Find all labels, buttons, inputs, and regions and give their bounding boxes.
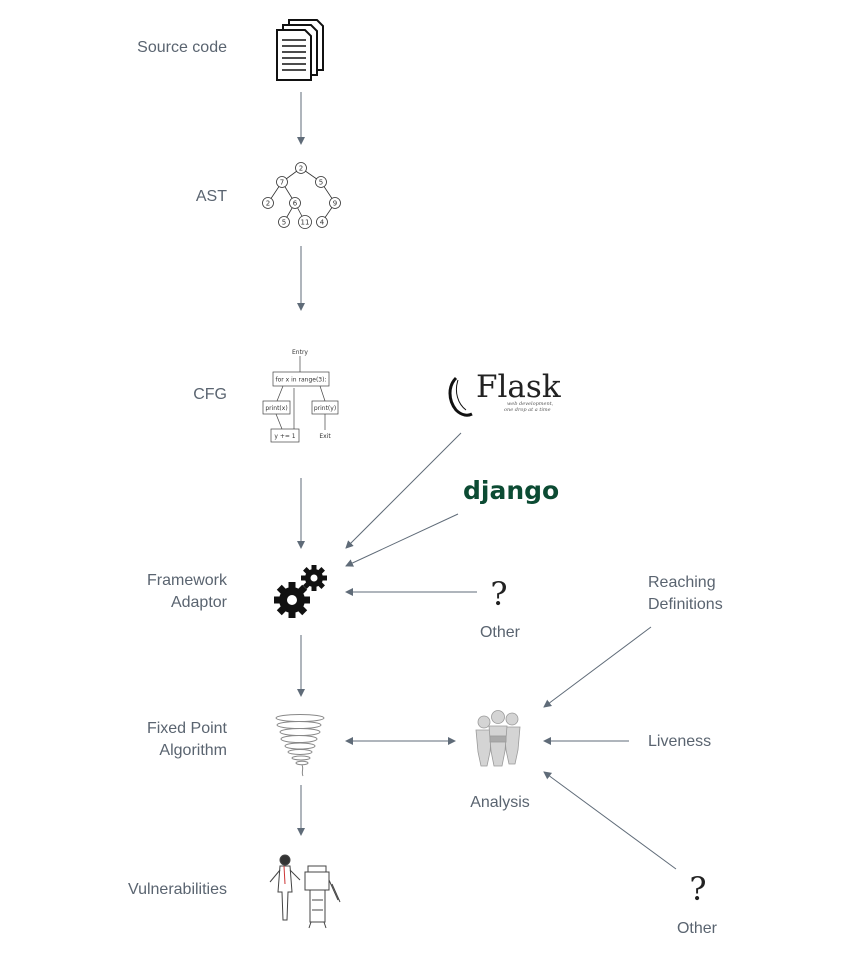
reaching-definitions-label: Reaching Definitions <box>648 572 723 616</box>
flask-word: Flask <box>476 369 561 405</box>
tree-node-0: 2 <box>299 165 303 173</box>
fixed-point-label: Fixed Point Algorithm <box>147 718 227 762</box>
arrow-flask-to-adaptor <box>345 432 462 549</box>
framework-adaptor-label-line1: Framework <box>146 572 227 589</box>
arrow-other-to-analysis <box>543 771 677 870</box>
tree-node-5: 9 <box>333 200 337 208</box>
cfg-print-y: print(y) <box>314 405 336 412</box>
tree-node-4: 6 <box>293 200 298 208</box>
ast-label: AST <box>195 188 227 205</box>
tree-node-7: 11 <box>301 219 310 227</box>
reaching-definitions-line2: Definitions <box>648 596 723 613</box>
flask-logo: Flask web development, one drop at a tim… <box>448 369 561 417</box>
fixed-point-label-line2: Algorithm <box>159 742 227 759</box>
framework-other-label: Other <box>479 624 520 641</box>
cfg-loop: for x in range(3): <box>276 377 327 384</box>
tree-node-1: 7 <box>280 179 284 187</box>
people-printer-icon <box>269 854 341 929</box>
tree-icon <box>262 162 341 229</box>
liveness-label: Liveness <box>648 733 712 750</box>
cfg-entry: Entry <box>292 349 308 356</box>
arrow-reaching-to-analysis <box>543 626 652 708</box>
cfg-label: CFG <box>193 386 227 403</box>
cfg-print-x: print(x) <box>265 405 287 412</box>
tree-node-3: 2 <box>266 200 270 208</box>
documents-icon <box>276 19 324 81</box>
framework-adaptor-label: Framework Adaptor <box>147 570 227 614</box>
analysis-label: Analysis <box>470 794 530 811</box>
tree-node-8: 4 <box>320 219 325 227</box>
analysis-other-label: Other <box>676 920 717 937</box>
framework-adaptor-label-line2: Adaptor <box>170 594 227 611</box>
flask-tagline-2: one drop at a time <box>504 407 551 413</box>
flask-tagline-1: web development, <box>507 401 554 407</box>
source-code-label: Source code <box>137 39 227 56</box>
flask-horn-icon <box>448 376 473 417</box>
tree-node-2: 5 <box>319 179 323 187</box>
django-logo: django <box>463 476 559 505</box>
fixed-point-label-line1: Fixed Point <box>146 720 227 737</box>
reaching-definitions-line1: Reaching <box>648 574 716 591</box>
arrow-django-to-adaptor <box>345 513 459 567</box>
team-icon <box>475 710 521 767</box>
tree-node-6: 5 <box>282 219 286 227</box>
gears-icon <box>274 565 327 618</box>
spiral-icon <box>275 714 325 777</box>
cfg-incr: y += 1 <box>274 433 295 440</box>
cfg-exit: Exit <box>319 433 331 440</box>
analysis-other-question-icon: ? <box>689 870 706 908</box>
flowchart-icon: Entry for x in range(3): print(x) print(… <box>262 349 339 443</box>
framework-other-question-icon: ? <box>490 575 507 613</box>
vulnerabilities-label: Vulnerabilities <box>127 881 227 898</box>
tree-values: 2 7 5 2 6 9 5 11 4 <box>266 165 337 227</box>
